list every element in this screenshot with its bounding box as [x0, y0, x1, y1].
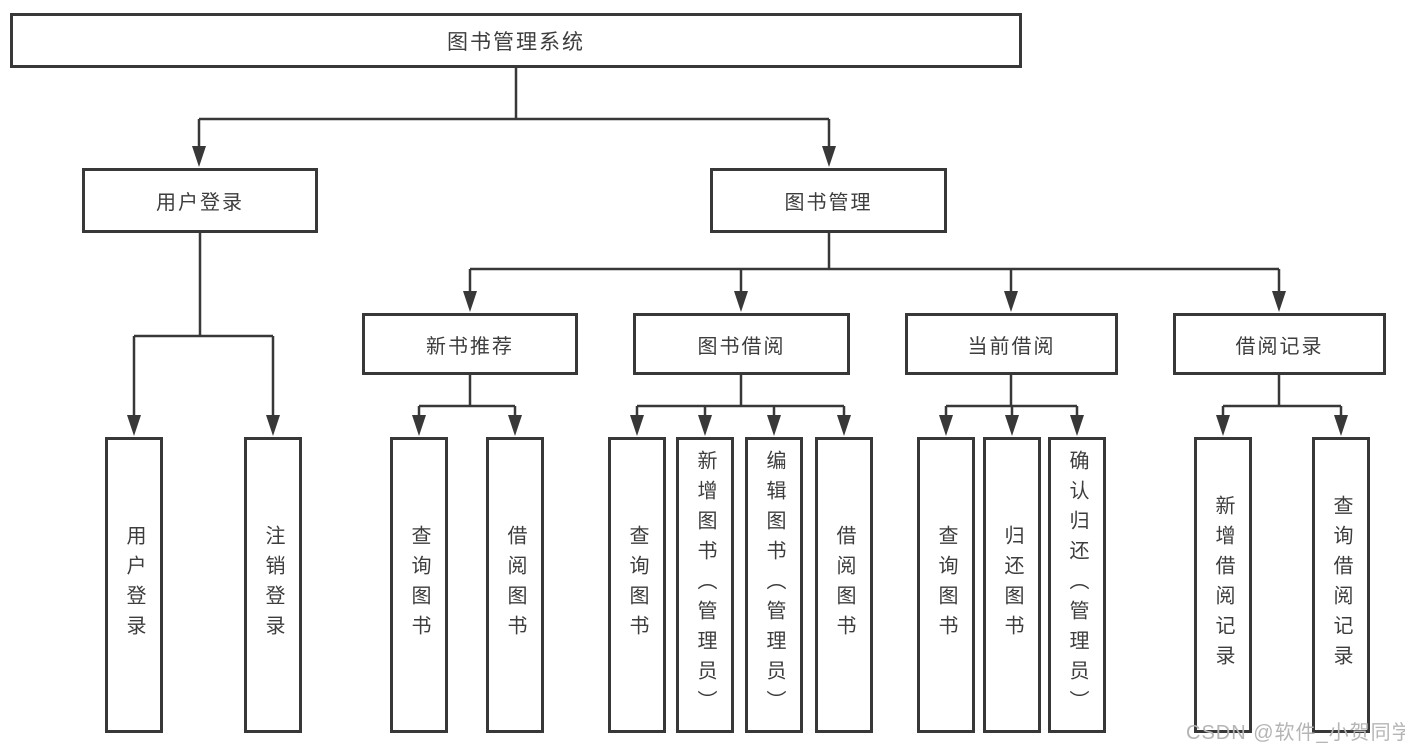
leaf-borrow-books-recommend: 借阅图书 — [486, 437, 544, 733]
leaf-label: 新增借阅记录 — [1212, 495, 1234, 675]
node-label: 图书管理系统 — [447, 30, 585, 54]
node-label: 用户登录 — [156, 192, 244, 214]
leaf-label: 归还图书 — [1001, 525, 1023, 645]
node-new-book-recommend: 新书推荐 — [362, 313, 578, 375]
leaf-add-borrow-record: 新增借阅记录 — [1194, 437, 1252, 733]
node-current-borrow: 当前借阅 — [905, 313, 1118, 375]
leaf-label: 新增图书（管理员） — [694, 450, 716, 720]
leaf-label: 查询图书 — [626, 525, 648, 645]
leaf-label: 查询借阅记录 — [1330, 495, 1352, 675]
leaf-return-books: 归还图书 — [983, 437, 1041, 733]
leaf-query-books-recommend: 查询图书 — [390, 437, 448, 733]
leaf-label: 编辑图书（管理员） — [763, 450, 785, 720]
leaf-add-books-admin: 新增图书（管理员） — [676, 437, 734, 733]
leaf-label: 用户登录 — [123, 525, 145, 645]
leaf-user-login: 用户登录 — [105, 437, 163, 733]
leaf-label: 借阅图书 — [833, 525, 855, 645]
leaf-label: 确认归还（管理员） — [1066, 450, 1088, 720]
leaf-edit-books-admin: 编辑图书（管理员） — [745, 437, 803, 733]
leaf-query-books-current: 查询图书 — [917, 437, 975, 733]
node-label: 图书借阅 — [697, 335, 786, 358]
node-label: 新书推荐 — [426, 335, 514, 358]
leaf-label: 借阅图书 — [504, 525, 526, 645]
leaf-logout: 注销登录 — [244, 437, 302, 733]
leaf-label: 查询图书 — [935, 525, 957, 645]
node-user-login: 用户登录 — [82, 168, 318, 233]
leaf-confirm-return-admin: 确认归还（管理员） — [1048, 437, 1106, 733]
node-book-borrow: 图书借阅 — [633, 313, 850, 375]
leaf-label: 注销登录 — [262, 525, 284, 645]
csdn-watermark: CSDN @软件_小贺同学 — [1186, 722, 1405, 744]
node-label: 图书管理 — [784, 192, 873, 214]
node-root-library-system: 图书管理系统 — [10, 13, 1022, 68]
leaf-query-books-borrow: 查询图书 — [608, 437, 666, 733]
node-label: 当前借阅 — [967, 335, 1056, 358]
leaf-borrow-books: 借阅图书 — [815, 437, 873, 733]
node-borrow-records: 借阅记录 — [1173, 313, 1386, 375]
node-book-management: 图书管理 — [710, 168, 947, 233]
leaf-query-borrow-record: 查询借阅记录 — [1312, 437, 1370, 733]
leaf-label: 查询图书 — [408, 525, 430, 645]
node-label: 借阅记录 — [1235, 335, 1324, 358]
